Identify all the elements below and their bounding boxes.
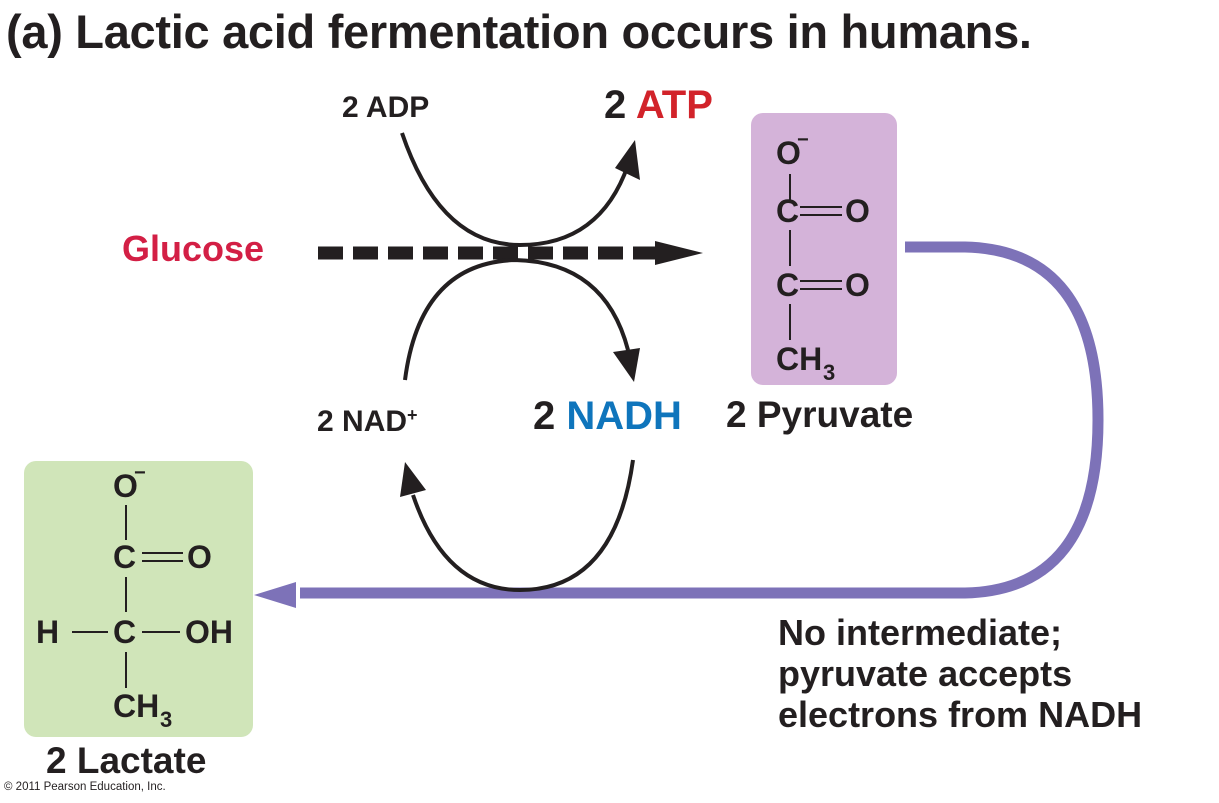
svg-text:CH: CH	[113, 688, 159, 724]
pyruvate-label: 2 Pyruvate	[726, 394, 914, 435]
adp-to-atp-arc	[400, 132, 630, 248]
svg-text:C: C	[776, 193, 799, 229]
glucose-arrowhead	[655, 241, 703, 265]
svg-text:3: 3	[160, 707, 172, 732]
note-line-3: electrons from NADH	[778, 694, 1143, 735]
lactate-box	[24, 461, 253, 737]
adp-label: 2 ADP	[342, 91, 429, 125]
svg-text:H: H	[36, 614, 59, 650]
svg-text:O: O	[113, 468, 138, 504]
nad-name: NAD	[342, 405, 408, 438]
svg-text:OH: OH	[185, 614, 233, 650]
nad-arrowhead	[400, 462, 426, 497]
lactate-structure: O − C O H C OH CH 3	[36, 462, 233, 732]
nad-charge: +	[407, 405, 418, 426]
figure-title: (a) Lactic acid fermentation occurs in h…	[6, 5, 1032, 58]
svg-text:−: −	[797, 129, 809, 151]
copyright-notice: © 2011 Pearson Education, Inc.	[4, 781, 166, 793]
note-line-2: pyruvate accepts	[778, 653, 1073, 694]
nadh-arrowhead	[613, 348, 640, 382]
svg-text:C: C	[113, 539, 136, 575]
svg-text:CH: CH	[776, 341, 822, 377]
nad-coefficient: 2	[317, 405, 334, 438]
atp-label: 2 ATP	[604, 83, 713, 128]
atp-name: ATP	[635, 83, 713, 127]
svg-text:3: 3	[823, 360, 835, 385]
svg-text:C: C	[113, 614, 136, 650]
nad-label: 2 NAD+	[317, 405, 418, 439]
glucose-label: Glucose	[122, 228, 265, 269]
pyruvate-structure: O − C O C O CH 3	[776, 129, 870, 385]
nadh-name: NADH	[566, 394, 682, 438]
adp-name: ADP	[365, 91, 430, 124]
note-line-1: No intermediate;	[778, 612, 1063, 653]
svg-text:−: −	[134, 462, 146, 484]
lactate-label: 2 Lactate	[46, 740, 207, 781]
nadh-coefficient: 2	[533, 394, 556, 438]
svg-text:O: O	[776, 135, 801, 171]
annotation-note: No intermediate; pyruvate accepts electr…	[778, 612, 1142, 735]
pyruvate-to-lactate-arrow	[300, 241, 1104, 599]
pyruvate-box	[751, 113, 897, 385]
lactate-arrowhead	[254, 582, 296, 608]
nadh-to-nad-arc	[411, 459, 635, 593]
atp-coefficient: 2	[604, 83, 627, 127]
nad-to-nadh-arc	[403, 257, 630, 381]
atp-arrowhead	[615, 140, 640, 180]
svg-text:O: O	[187, 539, 212, 575]
svg-text:O: O	[845, 267, 870, 303]
nadh-label: 2 NADH	[533, 394, 682, 439]
adp-coefficient: 2	[342, 91, 359, 124]
svg-text:C: C	[776, 267, 799, 303]
svg-text:O: O	[845, 193, 870, 229]
